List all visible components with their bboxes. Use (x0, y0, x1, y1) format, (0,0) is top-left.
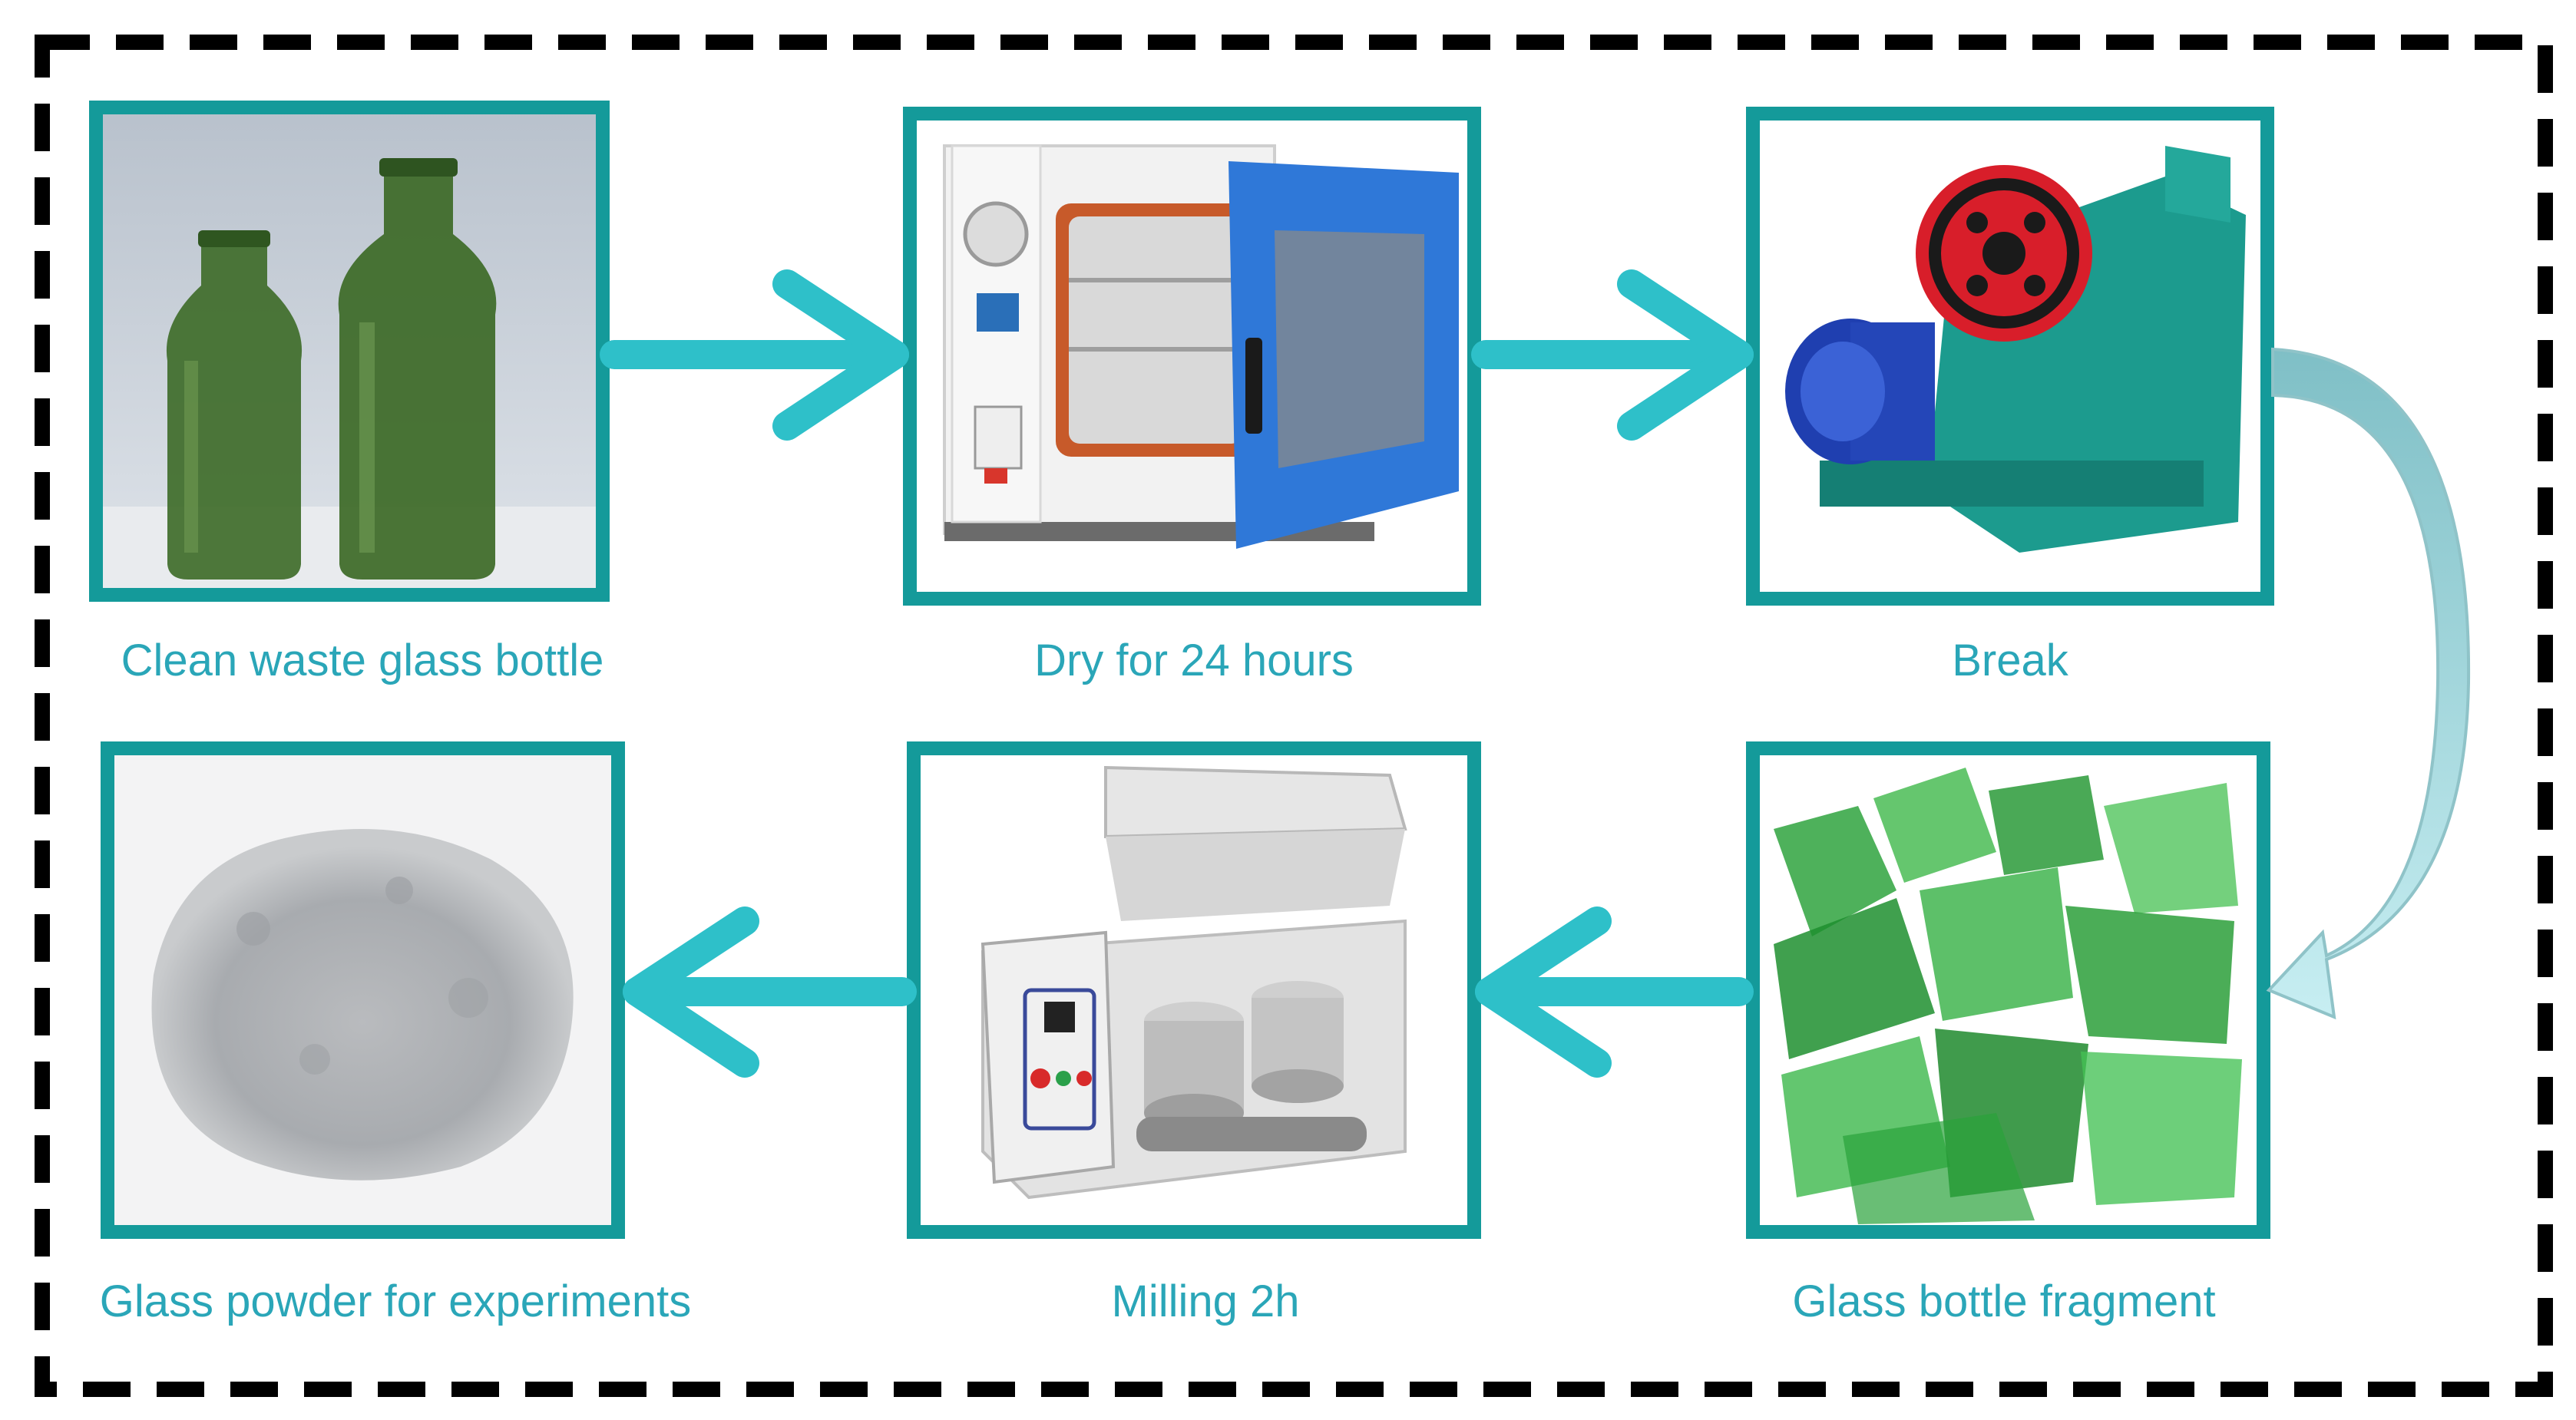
panel-frame (101, 741, 625, 1239)
glass-fragments-image (1774, 768, 2242, 1224)
jaw-crusher-image (1785, 146, 2246, 553)
caption-break: Break (1952, 636, 2069, 685)
glass-bottle-image (166, 158, 497, 580)
caption-dry: Dry for 24 hours (1034, 636, 1354, 685)
arrow-icon (623, 906, 917, 1078)
curved-arrow-icon (2266, 347, 2471, 1020)
panel-clean-bottle (89, 101, 610, 602)
caption-powder: Glass powder for experiments (100, 1276, 691, 1326)
panel-milling (907, 741, 1481, 1239)
ball-mill-image (980, 765, 1407, 1200)
drying-oven-image (943, 144, 1459, 549)
panel-break (1746, 107, 2274, 606)
arrow-icon (600, 269, 909, 441)
arrow-icon (1471, 269, 1754, 441)
panel-dry (903, 107, 1481, 606)
caption-milling: Milling 2h (1112, 1276, 1300, 1326)
arrow-icon (1475, 906, 1754, 1078)
panel-fragment (1746, 741, 2270, 1239)
caption-fragment: Glass bottle fragment (1792, 1276, 2215, 1326)
panel-powder (101, 741, 625, 1239)
caption-clean-bottle: Clean waste glass bottle (121, 636, 604, 685)
dashed-border (35, 35, 2553, 1397)
glass-powder-image (151, 829, 574, 1181)
